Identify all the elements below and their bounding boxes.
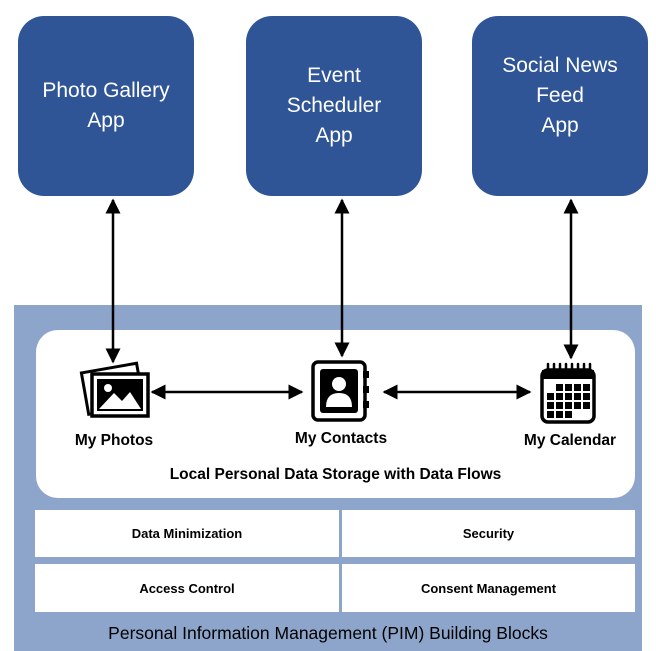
calendar-icon xyxy=(540,362,596,424)
app-label: Social News Feed App xyxy=(472,51,648,141)
security-block: Security xyxy=(342,510,635,557)
my-photos-label: My Photos xyxy=(74,432,154,449)
photo-gallery-app-box: Photo Gallery App xyxy=(18,16,194,196)
app-label: Photo Gallery App xyxy=(42,76,169,136)
app-label-line: App xyxy=(87,109,125,132)
app-label-line: Event xyxy=(307,64,361,87)
social-news-feed-app-box: Social News Feed App xyxy=(472,16,648,196)
my-contacts-label: My Contacts xyxy=(294,430,388,447)
app-label-line: Feed xyxy=(536,84,584,107)
pim-title: Personal Information Management (PIM) Bu… xyxy=(108,623,548,643)
app-label-line: Social News xyxy=(502,54,618,77)
storage-title: Local Personal Data Storage with Data Fl… xyxy=(169,466,502,483)
app-label-line: App xyxy=(315,124,353,147)
app-label: Event Scheduler App xyxy=(287,61,382,151)
data-minimization-block: Data Minimization xyxy=(35,510,339,557)
photos-icon xyxy=(79,361,150,418)
app-label-line: App xyxy=(541,114,579,137)
app-label-line: Scheduler xyxy=(286,94,382,117)
access-control-block: Access Control xyxy=(35,564,339,612)
event-scheduler-app-box: Event Scheduler App xyxy=(246,16,422,196)
app-label-line: Photo Gallery xyxy=(42,79,170,102)
consent-management-block: Consent Management xyxy=(342,564,635,612)
contacts-icon xyxy=(311,360,369,422)
my-calendar-label: My Calendar xyxy=(523,432,617,449)
